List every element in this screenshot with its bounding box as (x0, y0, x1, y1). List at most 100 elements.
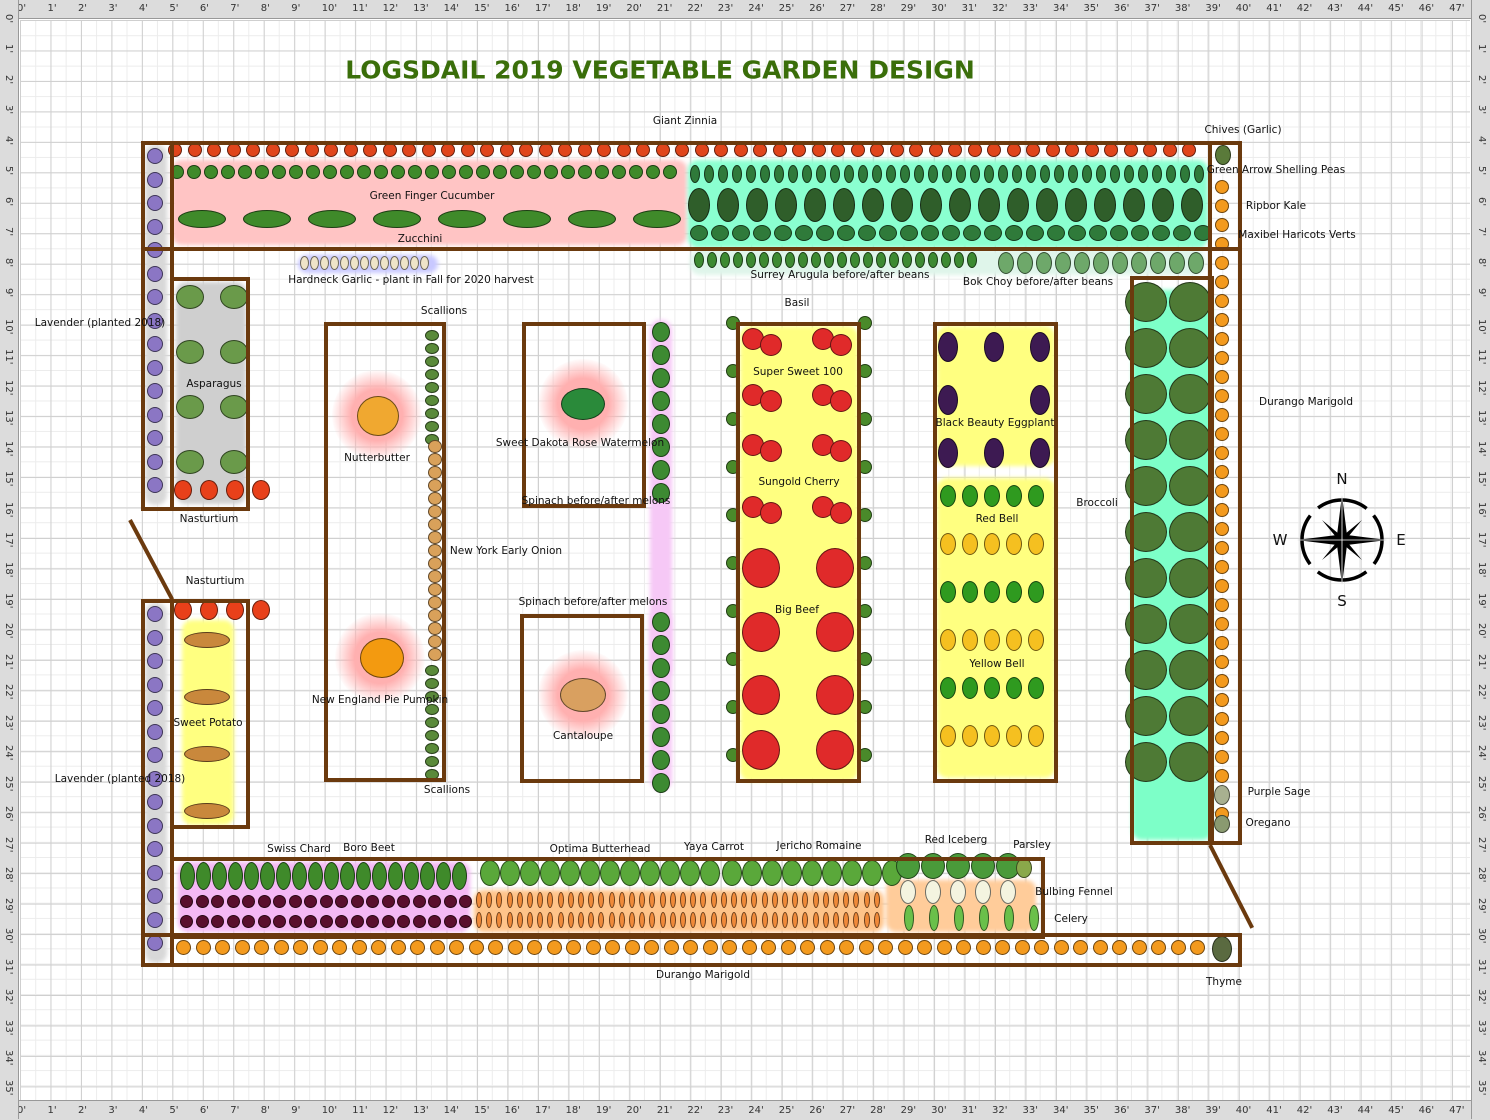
ruler-tick-label: 21' (1476, 653, 1487, 670)
label-durango-bottom: Durango Marigold (656, 969, 750, 981)
cucumber-icon (527, 165, 541, 179)
ruler-top: 0'1'2'3'4'5'6'7'8'9'10'11'12'13'14'15'16… (0, 0, 1490, 19)
ruler-tick-label: 29' (900, 3, 917, 14)
ruler-tick-label: 2' (1476, 74, 1487, 85)
spinach-icon (652, 773, 670, 793)
lavender-icon (147, 864, 163, 881)
kale-icon (717, 188, 739, 222)
garlic-icon (320, 256, 329, 270)
ruler-tick-label: 7' (1476, 227, 1487, 237)
ruler-tick-label: 27' (839, 3, 856, 14)
zucchini-icon (308, 210, 356, 228)
kale-icon (1036, 188, 1058, 222)
asparagus-icon (176, 340, 204, 364)
ruler-tick-label: 38' (1174, 1105, 1191, 1116)
highlight-area (182, 620, 234, 825)
pepper-icon (962, 677, 978, 699)
carrot-icon (802, 892, 809, 908)
bean-icon (690, 225, 708, 241)
beefsteak-tomato-icon (816, 730, 854, 770)
cherry-tomato-icon (830, 440, 852, 462)
beet-icon (412, 895, 426, 908)
marigold-icon (956, 940, 971, 955)
bed-watermelon[interactable] (522, 322, 646, 508)
onion-icon (428, 466, 442, 479)
bed-bottom-row[interactable] (170, 857, 1045, 939)
bed-asparagus[interactable] (170, 277, 250, 511)
cucumber-icon (408, 165, 422, 179)
onion-icon (428, 622, 442, 635)
bed-pepper[interactable] (933, 322, 1058, 783)
broccoli-icon (1169, 650, 1211, 690)
ruler-tick-label: 20' (626, 3, 642, 14)
arugula-icon (798, 252, 808, 268)
marigold-icon (1215, 218, 1229, 232)
celery-icon (979, 905, 989, 931)
beet-icon (257, 895, 271, 908)
carrot-icon (741, 912, 748, 928)
pepper-icon (962, 485, 978, 507)
marigold-icon (995, 940, 1010, 955)
ruler-tick-label: 3' (108, 3, 118, 14)
swiss-chard-icon (180, 862, 195, 890)
ruler-tick-label: 17' (1476, 531, 1487, 548)
swiss-chard-icon (260, 862, 275, 890)
label-zucchini: Zucchini (397, 233, 443, 245)
ruler-tick-label: 31' (1476, 958, 1487, 975)
pea-icon (1040, 165, 1050, 183)
beet-icon (381, 915, 395, 928)
ruler-tick-label: 12' (382, 1105, 399, 1116)
label-butterhead: Optima Butterhead (549, 843, 651, 855)
bok-choy-icon (1093, 252, 1109, 274)
oregano-icon (1214, 815, 1230, 833)
ruler-tick-label: 15' (474, 3, 490, 14)
bed-cantaloupe[interactable] (520, 614, 644, 783)
pepper-icon (940, 629, 956, 651)
ruler-tick-label: 1' (3, 44, 14, 54)
ruler-tick-label: 26' (3, 806, 14, 822)
bed-sweet-potato[interactable] (170, 599, 250, 829)
carrot-icon (802, 912, 809, 928)
ruler-tick-label: 31' (961, 1105, 978, 1116)
marigold-icon (488, 940, 503, 955)
bed-right-strip[interactable] (1208, 141, 1242, 845)
kale-icon (1181, 188, 1203, 222)
lavender-icon (147, 911, 163, 928)
ruler-tick-label: 33' (1022, 3, 1038, 14)
cherry-tomato-icon (830, 334, 852, 356)
bed-broccoli[interactable] (1130, 276, 1214, 845)
spinach-icon (652, 727, 670, 747)
garlic-icon (410, 256, 419, 270)
ruler-tick-label: 12' (1476, 379, 1487, 396)
carrot-icon (567, 892, 574, 908)
compass-west: W (1272, 531, 1288, 549)
bed-squash[interactable] (324, 322, 446, 782)
bean-icon (963, 225, 981, 241)
bed-bottom-marigold[interactable] (141, 933, 1242, 967)
pea-icon (1152, 165, 1162, 183)
bok-choy-icon (1017, 252, 1033, 274)
ruler-tick-label: 35' (1083, 1105, 1099, 1116)
beet-icon (412, 915, 426, 928)
marigold-icon (1215, 465, 1229, 479)
ruler-tick-label: 3' (108, 1105, 118, 1116)
label-sweet-potato: Sweet Potato (173, 717, 243, 729)
ruler-tick-label: 36' (1113, 1105, 1130, 1116)
pea-icon (942, 165, 952, 183)
bed-tomato[interactable] (736, 322, 861, 783)
bed-top-row[interactable] (141, 141, 1240, 251)
lavender-icon (147, 265, 163, 282)
marigold-icon (644, 940, 659, 955)
cherry-tomato-icon (830, 502, 852, 524)
label-nasturtium-2: Nasturtium (185, 575, 245, 587)
bean-icon (942, 225, 960, 241)
onion-icon (428, 453, 442, 466)
carrot-icon (751, 912, 758, 928)
ruler-tick-label: 28' (1476, 867, 1487, 883)
carrot-icon (618, 912, 625, 928)
chives-icon (1215, 145, 1231, 165)
beefsteak-tomato-icon (742, 730, 780, 770)
sweet-potato-icon (184, 689, 230, 705)
scallion-icon (425, 330, 439, 341)
carrot-icon (578, 912, 584, 928)
